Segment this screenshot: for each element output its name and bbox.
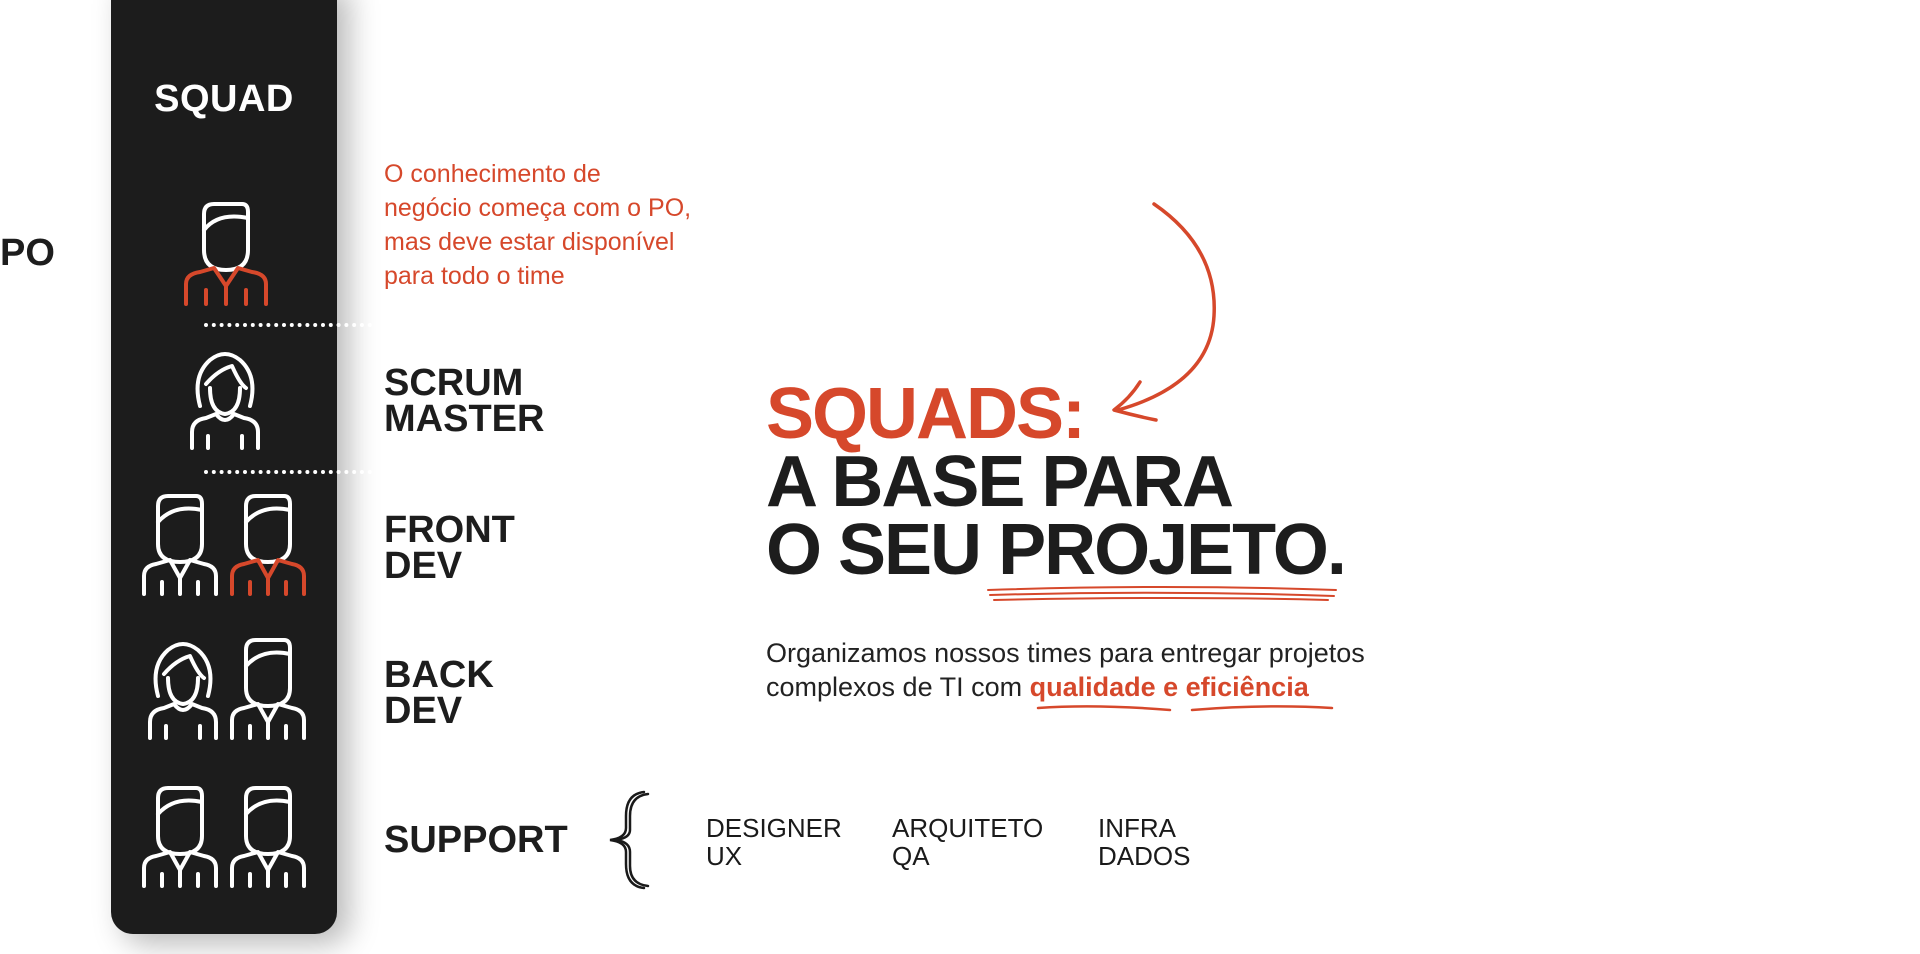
- po-note-line-2: negócio começa com o PO,: [384, 194, 692, 222]
- subtitle-underline-scribble: [1036, 705, 1334, 712]
- scrum-master-person-icon: [190, 352, 260, 450]
- front-dev-person-icon-1: [142, 494, 218, 596]
- back-dev-person-icon-1: [148, 642, 218, 740]
- scrum-master-label: SCRUM MASTER: [384, 362, 545, 440]
- back-dev-line-1: BACK: [384, 654, 494, 696]
- subtitle-line-1: Organizamos nossos times para entregar p…: [766, 638, 1365, 668]
- support-brace-icon: [609, 790, 650, 890]
- support-person-icon-1: [142, 786, 218, 888]
- hero-underline-scribble: [987, 586, 1337, 601]
- support-person-icon-2: [230, 786, 306, 888]
- po-note: O conhecimento de negócio começa com o P…: [384, 157, 754, 293]
- scrum-master-line-2: MASTER: [384, 398, 545, 440]
- po-person-icon: [184, 202, 268, 306]
- squad-panel: [111, 0, 337, 934]
- back-dev-line-2: DEV: [384, 690, 463, 732]
- support-item-designer: DESIGNER UX: [706, 814, 842, 870]
- subtitle-line-2: complexos de TI com qualidade e eficiênc…: [766, 670, 1365, 704]
- support-item-infra: INFRA DADOS: [1098, 814, 1190, 870]
- hand-drawn-arrow-icon: [1112, 202, 1216, 422]
- support-label: SUPPORT: [384, 819, 568, 861]
- front-dev-line-1: FRONT: [384, 509, 515, 551]
- po-label: PO: [0, 232, 55, 274]
- back-dev-person-icon-2: [230, 638, 306, 740]
- support-item-infra-line-2: DADOS: [1098, 841, 1191, 871]
- hero-line-3: O SEU PROJETO.: [766, 510, 1347, 590]
- support-item-arquiteto-line-1: ARQUITETO: [892, 813, 1044, 843]
- support-item-infra-line-1: INFRA: [1098, 813, 1176, 843]
- hero-line-3-underlined: PROJETO.: [998, 510, 1347, 590]
- front-dev-line-2: DEV: [384, 545, 463, 587]
- back-dev-label: BACK DEV: [384, 654, 494, 732]
- scrum-master-line-1: SCRUM: [384, 362, 524, 404]
- hero-line-1: SQUADS:: [766, 374, 1086, 454]
- divider-scrum: [204, 470, 372, 474]
- subtitle-highlight: qualidade e eficiência: [1029, 672, 1309, 702]
- po-note-line-4: para todo o time: [384, 262, 565, 290]
- support-item-designer-line-1: DESIGNER: [706, 813, 842, 843]
- front-dev-person-icon-2: [230, 494, 306, 596]
- hero-title: SQUADS: A BASE PARA O SEU PROJETO.: [766, 374, 1347, 590]
- po-note-line-3: mas deve estar disponível: [384, 228, 675, 256]
- support-item-designer-line-2: UX: [706, 841, 743, 871]
- hero-line-3-start: O SEU: [766, 510, 999, 590]
- subtitle-line-2-prefix: complexos de TI com: [766, 672, 1030, 702]
- subtitle: Organizamos nossos times para entregar p…: [766, 636, 1365, 704]
- squad-title: SQUAD: [154, 78, 294, 120]
- po-note-line-1: O conhecimento de: [384, 160, 601, 188]
- divider-po: [204, 323, 372, 327]
- support-item-arquiteto-line-2: QA: [892, 841, 930, 871]
- front-dev-label: FRONT DEV: [384, 509, 515, 587]
- support-item-arquiteto: ARQUITETO QA: [892, 814, 1043, 870]
- hero-line-2: A BASE PARA: [766, 442, 1234, 522]
